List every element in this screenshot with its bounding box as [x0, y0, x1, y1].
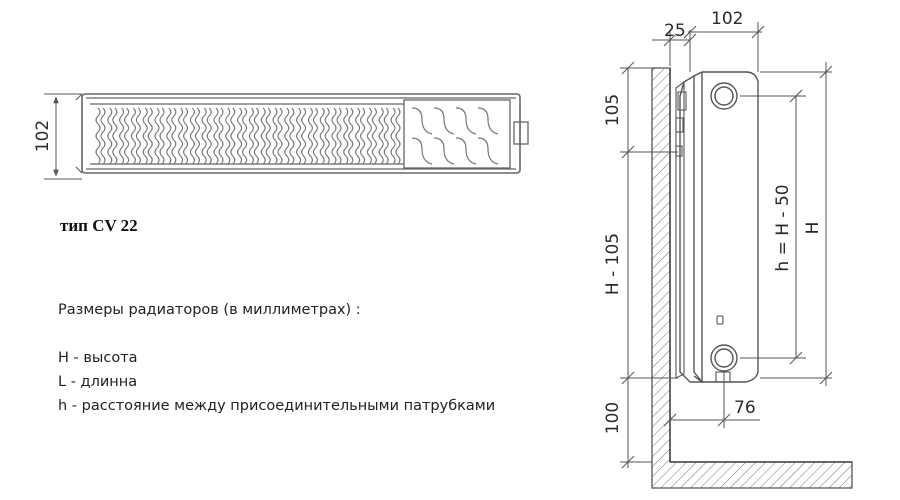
side-depth-label: 102 — [711, 9, 743, 29]
convector-fin — [183, 107, 189, 165]
convector-fin — [390, 107, 396, 165]
convector-fin — [371, 107, 377, 165]
legend-text: - высота — [68, 350, 138, 366]
convector-fin — [242, 107, 248, 165]
end-section-wave — [455, 107, 477, 135]
convector-fin — [124, 107, 130, 165]
convector-fin — [265, 107, 271, 165]
legend-key: L — [58, 374, 67, 390]
convector-fin — [307, 107, 313, 165]
convector-fin — [147, 107, 153, 165]
convector-fin — [119, 107, 125, 165]
convector-fin — [378, 107, 384, 165]
radiator-type-label: тип CV 22 — [60, 216, 138, 235]
convector-fin — [253, 107, 259, 165]
middle-height-label: H - 105 — [603, 233, 623, 295]
legend-key: H — [58, 350, 69, 366]
convector-fin — [284, 107, 290, 165]
wall-section — [651, 67, 853, 489]
convector-fin — [100, 107, 106, 165]
convector-fin — [107, 107, 113, 165]
end-section-wave — [411, 107, 433, 135]
convector-fin — [194, 107, 200, 165]
top-view-depth-dimension: 102 — [33, 93, 82, 180]
side-top-dimensions — [652, 22, 765, 72]
convector-fin — [213, 107, 219, 165]
convector-fin — [230, 107, 236, 165]
dimensions-legend: Размеры радиаторов (в миллиметрах) : H -… — [58, 302, 495, 418]
bottom-depth-label: 76 — [734, 398, 756, 418]
convector-fin — [331, 107, 337, 165]
axis-distance-label: h = H - 50 — [773, 184, 793, 271]
end-section-wave — [455, 137, 477, 165]
legend-text: - длинна — [66, 374, 138, 390]
end-section-wave — [433, 137, 455, 165]
convector-fin — [260, 107, 266, 165]
convector-fin — [130, 107, 136, 165]
convector-fin — [206, 107, 212, 165]
end-section-wave — [477, 107, 499, 135]
radiator-top-view — [75, 93, 529, 174]
convector-fin — [178, 107, 184, 165]
wall-gap-label: 25 — [664, 21, 686, 41]
end-section-wave — [411, 137, 433, 165]
legend-text: - расстояние между присоединительными па… — [67, 398, 496, 414]
convector-fin — [355, 107, 361, 165]
convector-fin — [171, 107, 177, 165]
convector-fin — [201, 107, 207, 165]
convector-fin — [159, 107, 165, 165]
left-vertical-dimensions — [620, 61, 678, 469]
top-view-depth-label: 102 — [33, 120, 53, 152]
top-offset-label: 105 — [603, 94, 623, 126]
bottom-depth-dimension — [663, 372, 760, 428]
convector-fin — [301, 107, 307, 165]
convector-fin — [319, 107, 325, 165]
convector-fin — [142, 107, 148, 165]
convector-fin — [189, 107, 195, 165]
convector-fin — [95, 107, 101, 165]
convector-fin — [248, 107, 254, 165]
legend-item: h - расстояние между присоединительными … — [58, 394, 495, 418]
convector-fin — [135, 107, 141, 165]
convector-fin — [166, 107, 172, 165]
total-height-label: H — [803, 222, 823, 235]
convector-fin — [218, 107, 224, 165]
convector-fin — [272, 107, 278, 165]
legend-heading: Размеры радиаторов (в миллиметрах) : — [58, 302, 361, 318]
convector-fin — [237, 107, 243, 165]
convector-fin — [343, 107, 349, 165]
convector-fin — [348, 107, 354, 165]
convector-fin — [383, 107, 389, 165]
convector-fin — [366, 107, 372, 165]
convector-fin — [312, 107, 318, 165]
legend-item: L - длинна — [58, 370, 495, 394]
convector-fin — [277, 107, 283, 165]
convector-fin — [360, 107, 366, 165]
convector-fin — [336, 107, 342, 165]
convector-fin — [296, 107, 302, 165]
end-section-wave — [477, 137, 499, 165]
convector-fin — [112, 107, 118, 165]
radiator-side-view — [675, 71, 759, 383]
end-section-wave — [433, 107, 455, 135]
convector-fin — [225, 107, 231, 165]
legend-key: h — [58, 398, 68, 414]
convector-fin — [289, 107, 295, 165]
right-vertical-dimensions — [740, 62, 833, 386]
bottom-offset-label: 100 — [603, 402, 623, 434]
convector-fin — [154, 107, 160, 165]
convector-fin — [324, 107, 330, 165]
convector-fin — [395, 107, 401, 165]
legend-item: H - высота — [58, 346, 495, 370]
